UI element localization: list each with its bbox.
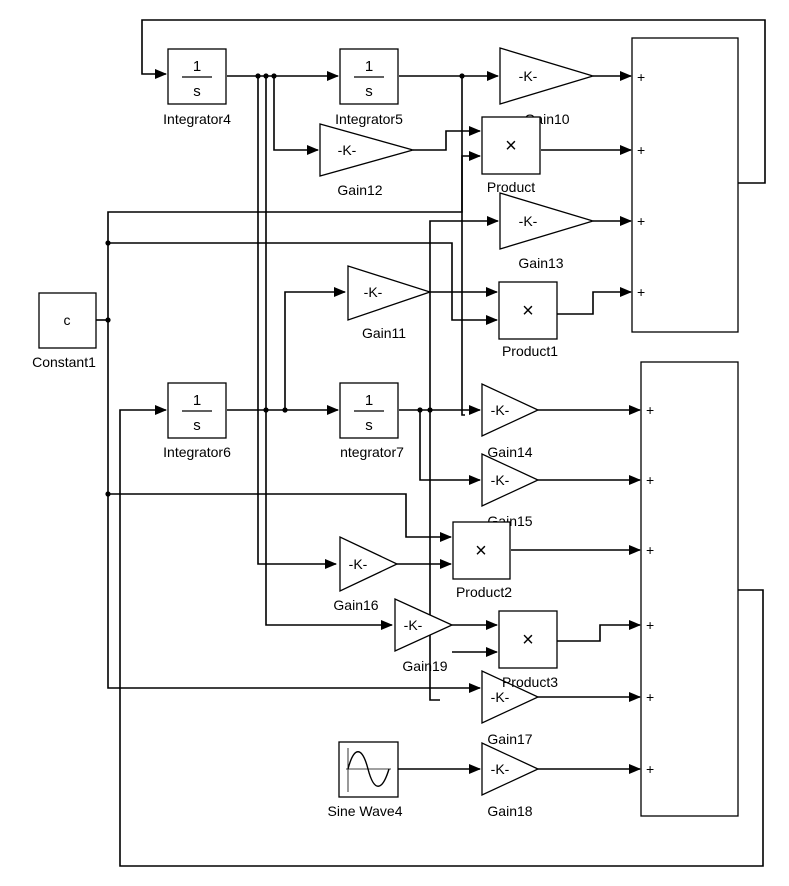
sum-sign: + <box>637 213 645 229</box>
block-label: Product1 <box>502 343 558 359</box>
block-label: Gain14 <box>487 444 532 460</box>
sum-sign: + <box>646 761 654 777</box>
block-label: Integrator5 <box>335 111 403 127</box>
sum-sign: + <box>646 617 654 633</box>
svg-text:-K-: -K- <box>491 472 510 488</box>
svg-text:×: × <box>522 300 534 322</box>
integrator-4[interactable]: 1 s Integrator4 <box>163 48 231 127</box>
svg-text:s: s <box>365 83 373 100</box>
product-1[interactable]: × Product1 <box>498 281 558 359</box>
gain-13[interactable]: -K- Gain13 <box>499 192 596 271</box>
svg-text:×: × <box>522 629 534 651</box>
block-label: Product <box>487 179 535 195</box>
sum-sign: + <box>646 472 654 488</box>
sum-sign: + <box>646 542 654 558</box>
svg-text:s: s <box>193 83 201 100</box>
svg-text:1: 1 <box>193 58 201 75</box>
svg-text:-K-: -K- <box>519 213 538 229</box>
block-label: Sine Wave4 <box>328 803 403 819</box>
block-label: Gain11 <box>362 325 406 341</box>
gain-18[interactable]: -K- Gain18 <box>481 741 540 819</box>
gain-12[interactable]: -K- Gain12 <box>319 123 416 198</box>
svg-text:-K-: -K- <box>349 556 368 572</box>
product-0[interactable]: × Product <box>481 116 541 195</box>
product-3[interactable]: × Product3 <box>498 610 558 690</box>
svg-text:-K-: -K- <box>364 284 383 300</box>
signal-lines <box>96 19 766 867</box>
svg-text:×: × <box>475 540 487 562</box>
block-label: Gain18 <box>487 803 532 819</box>
svg-text:×: × <box>505 135 517 157</box>
product-2[interactable]: × Product2 <box>452 521 512 600</box>
gain-11[interactable]: -K- Gain11 <box>347 265 433 341</box>
svg-text:-K-: -K- <box>491 402 510 418</box>
sum-sign: + <box>637 284 645 300</box>
svg-text:-K-: -K- <box>338 142 357 158</box>
block-label: Gain13 <box>518 255 563 271</box>
block-label: Constant1 <box>32 354 96 370</box>
svg-text:-K-: -K- <box>519 68 538 84</box>
sum-sign: + <box>637 142 645 158</box>
gain-14[interactable]: -K- Gain14 <box>481 382 540 460</box>
gain-10[interactable]: -K- Gain10 <box>499 47 596 127</box>
gain-19[interactable]: -K- Gain19 <box>394 597 454 674</box>
block-label: Integrator6 <box>163 444 231 460</box>
gain-17[interactable]: -K- Gain17 <box>481 669 540 747</box>
svg-text:-K-: -K- <box>404 617 423 633</box>
integrator-5[interactable]: 1 s Integrator5 <box>335 48 403 127</box>
sum-block-1[interactable]: + + + + <box>631 37 739 333</box>
block-label: Integrator4 <box>163 111 231 127</box>
block-label: Gain19 <box>402 658 447 674</box>
junction-dots <box>105 73 465 497</box>
block-label: Product2 <box>456 584 512 600</box>
svg-text:-K-: -K- <box>491 761 510 777</box>
svg-text:1: 1 <box>365 58 373 75</box>
svg-text:c: c <box>64 312 71 328</box>
block-label: Gain16 <box>333 597 378 613</box>
sine-wave-block[interactable]: Sine Wave4 <box>328 741 403 819</box>
block-label: Product3 <box>502 674 558 690</box>
sine-wave-icon <box>346 748 391 792</box>
gain-16[interactable]: -K- Gain16 <box>333 535 399 613</box>
svg-text:-K-: -K- <box>491 689 510 705</box>
svg-text:s: s <box>365 417 373 434</box>
block-label: ntegrator7 <box>340 444 404 460</box>
gain-15[interactable]: -K- Gain15 <box>481 452 540 529</box>
integrator-7[interactable]: 1 s ntegrator7 <box>339 382 404 460</box>
svg-text:1: 1 <box>193 392 201 409</box>
block-label: Gain17 <box>487 731 532 747</box>
constant-block[interactable]: c Constant1 <box>32 292 97 370</box>
sum-sign: + <box>646 402 654 418</box>
sum-sign: + <box>637 69 645 85</box>
svg-text:s: s <box>193 417 201 434</box>
sum-block-2[interactable]: + + + + + + <box>640 361 739 817</box>
integrator-6[interactable]: 1 s Integrator6 <box>163 382 231 460</box>
sum-sign: + <box>646 689 654 705</box>
block-label: Gain12 <box>337 182 382 198</box>
svg-text:1: 1 <box>365 392 373 409</box>
